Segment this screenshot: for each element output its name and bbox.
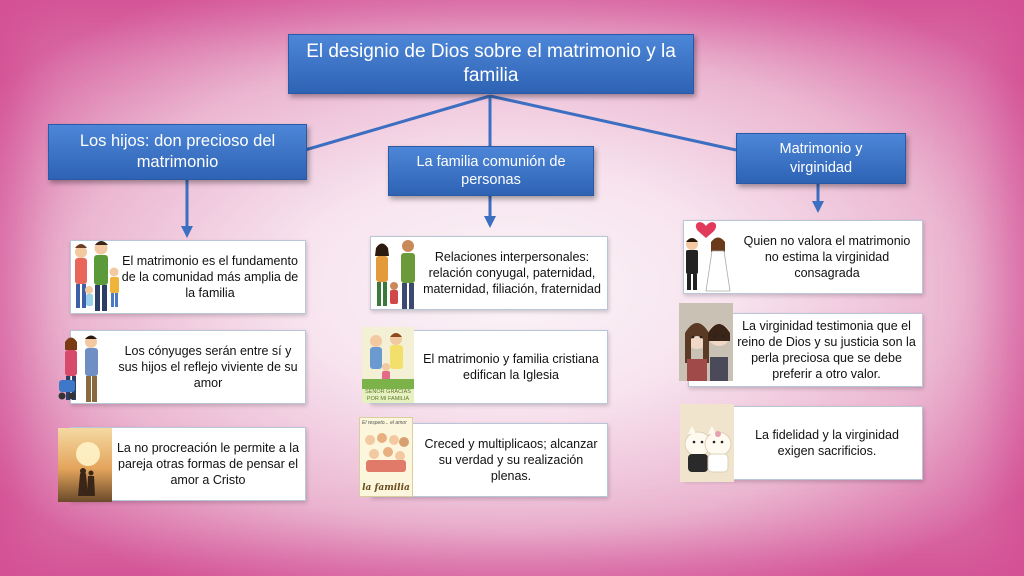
card-text: La no procreación le permite a la pareja… bbox=[116, 440, 300, 488]
felt-dolls-photo bbox=[679, 303, 733, 381]
branch-label: Los hijos: don precioso del matrimonio bbox=[79, 132, 276, 171]
family-poster-image: El respeto... el amor la familia bbox=[359, 417, 413, 497]
card-text: Los cónyuges serán entre sí y sus hijos … bbox=[118, 343, 298, 391]
card-text: El matrimonio y familia cristiana edific… bbox=[423, 351, 599, 382]
branch-label: Matrimonio y virginidad bbox=[779, 141, 863, 176]
wedding-couple-cartoon bbox=[680, 214, 732, 294]
title-text: El designio de Dios sobre el matrimonio … bbox=[306, 41, 676, 86]
card-text: La virginidad testimonia que el reino de… bbox=[737, 318, 916, 382]
branch-label: La familia comunión de personas bbox=[416, 153, 566, 188]
card-left-1: El matrimonio es el fundamento de la com… bbox=[70, 240, 306, 314]
branch-header-hijos: Los hijos: don precioso del matrimonio bbox=[48, 124, 307, 180]
branch-header-virginidad: Matrimonio y virginidad bbox=[736, 133, 906, 184]
title-box: El designio de Dios sobre el matrimonio … bbox=[288, 34, 694, 94]
prayer-book-image: SEÑOR GRACIAS POR MI FAMILIA bbox=[362, 327, 414, 403]
book-caption: SEÑOR GRACIAS POR MI FAMILIA bbox=[362, 389, 414, 403]
link-title-left bbox=[304, 94, 491, 152]
card-text: Quien no valora el matrimonio no estima … bbox=[743, 233, 911, 281]
book-cover-illustration bbox=[362, 333, 414, 389]
family-cartoon-image bbox=[67, 238, 121, 316]
kids-crowd-illustration bbox=[365, 433, 409, 472]
branch-header-comunion: La familia comunión de personas bbox=[388, 146, 594, 196]
poster-bottom-text: la familia bbox=[362, 483, 410, 493]
wedding-figurines-photo bbox=[680, 404, 734, 482]
family-group-image bbox=[370, 236, 422, 312]
sunset-couple-photo bbox=[58, 428, 112, 502]
card-text: Creced y multiplicaos; alcanzar su verda… bbox=[424, 436, 598, 484]
card-text: Relaciones interpersonales: relación con… bbox=[423, 249, 601, 297]
heart-icon bbox=[695, 222, 717, 238]
card-text: La fidelidad y la virginidad exigen sacr… bbox=[755, 427, 899, 458]
link-title-right bbox=[489, 94, 737, 152]
couple-stroller-image bbox=[57, 332, 111, 410]
card-text: El matrimonio es el fundamento de la com… bbox=[121, 253, 299, 301]
poster-top-text: El respeto... el amor bbox=[362, 420, 407, 426]
